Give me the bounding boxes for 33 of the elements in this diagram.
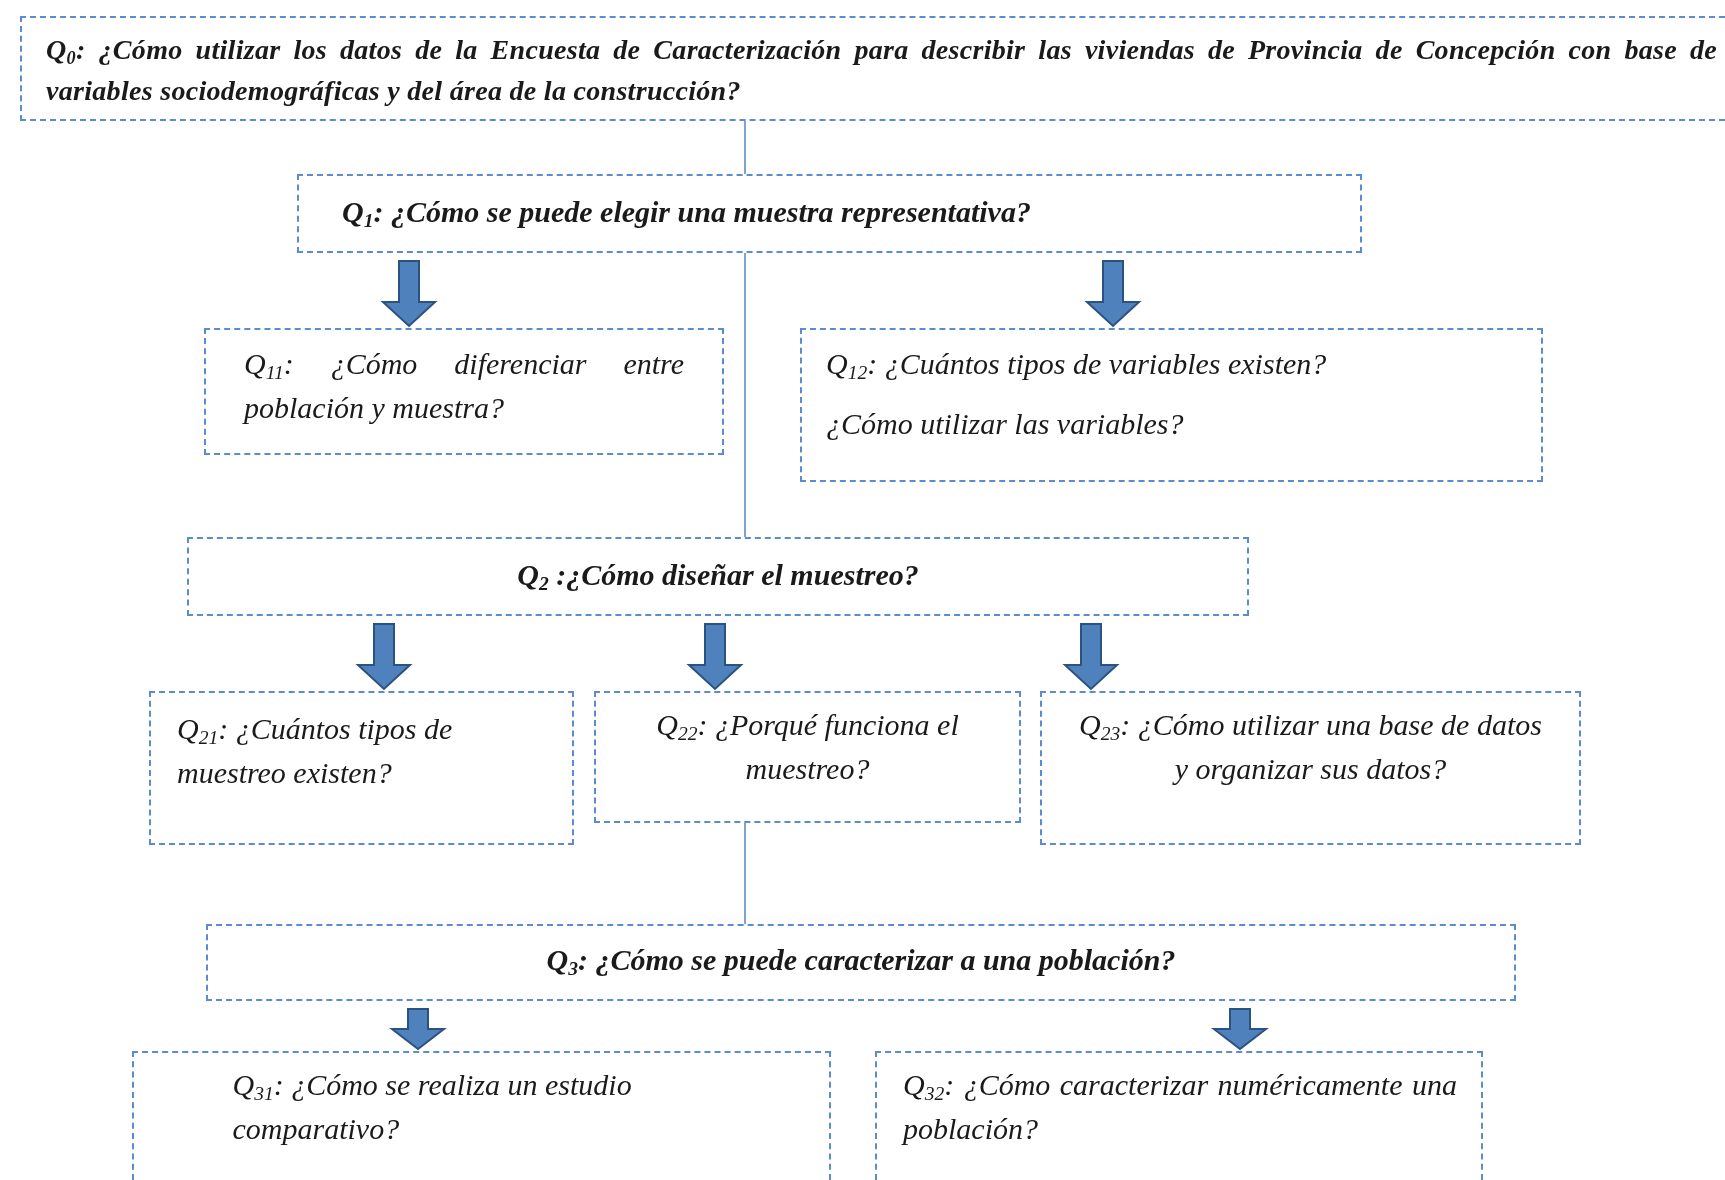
question-box (204, 328, 724, 455)
block-arrow (1211, 1008, 1269, 1051)
block-arrow (355, 623, 413, 691)
question-text: Q$_{1}$: ¿Cómo se puede elegir una muestra representativa? (342, 194, 1032, 233)
question-text: Q$_{21}$: ¿Cuántos tipos de muestreo existen? (177, 711, 454, 791)
question-text: Q$_{11}$: ¿Cómo diferenciar entre población y muestra? (244, 346, 684, 426)
question-box (297, 174, 1362, 253)
block-arrow (1062, 623, 1120, 691)
question-text: Q$_{31}$: ¿Cómo se realiza un estudio comparativo? (232, 1067, 633, 1147)
block-arrow (389, 1008, 447, 1051)
question-box (20, 16, 1725, 121)
connector-line (744, 120, 746, 175)
block-arrow (686, 623, 744, 691)
question-text: Q$_{12}$: ¿Cuántos tipos de variables existen? (826, 346, 1328, 385)
question-text: Q$_{0}$: ¿Cómo utilizar los datos de la Encuesta de Caracterización para describir las viviendas de Provincia de Concepción con base de variables sociodemográficas y del área de la construcción? (46, 33, 1717, 108)
question-box (206, 924, 1516, 1001)
question-box (800, 328, 1543, 482)
question-box (187, 537, 1249, 616)
question-text: Q$_{22}$: ¿Porqué funciona el muestreo? (655, 707, 960, 787)
question-text: Q$_{23}$: ¿Cómo utilizar una base de datos y organizar sus datos? (1078, 707, 1543, 787)
question-box (132, 1051, 831, 1180)
connector-line (744, 822, 746, 925)
question-box (149, 691, 574, 845)
question-box (594, 691, 1021, 823)
block-arrow (380, 260, 438, 328)
question-text: Q$_{3}$: ¿Cómo se puede caracterizar a una población? (545, 942, 1177, 981)
question-text: Q$_{2}$ :¿Cómo diseñar el muestreo? (516, 557, 920, 596)
connector-line (744, 252, 746, 538)
question-box (1040, 691, 1581, 845)
question-text: ¿Cómo utilizar las variables? (826, 405, 1185, 442)
question-text: Q$_{32}$: ¿Cómo caracterizar numéricamente una población? (903, 1067, 1457, 1147)
block-arrow (1084, 260, 1142, 328)
question-box (875, 1051, 1483, 1180)
